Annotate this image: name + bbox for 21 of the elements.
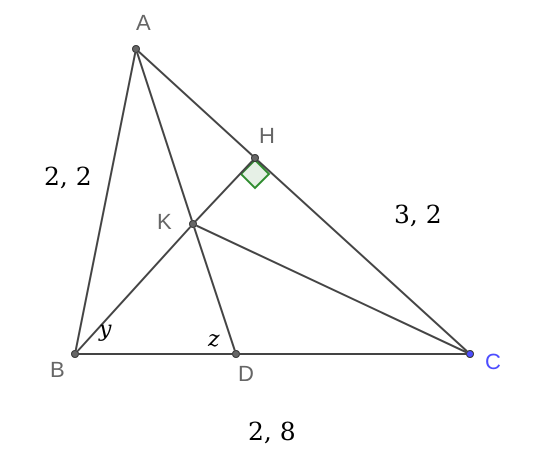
point-label: C <box>485 350 501 374</box>
angle-label: y <box>99 316 112 344</box>
line-segment <box>74 52 136 350</box>
line-segment <box>194 160 254 222</box>
line-segment <box>196 224 467 354</box>
point-label: B <box>50 358 65 382</box>
length-label: 2, 2 <box>44 163 92 191</box>
point-label: D <box>238 362 254 386</box>
length-label: 2, 8 <box>248 418 296 446</box>
line-segment <box>193 227 236 351</box>
point-label: A <box>136 11 151 35</box>
point-label: K <box>157 210 172 234</box>
line-segment <box>240 353 466 355</box>
line-segment <box>138 50 253 156</box>
point-label: H <box>259 124 275 148</box>
line-segment <box>136 52 193 221</box>
line-segment <box>76 226 192 352</box>
length-label: 3, 2 <box>394 201 442 229</box>
line-segment <box>257 160 468 352</box>
angle-label: z <box>208 326 220 354</box>
line-segment <box>79 353 232 355</box>
